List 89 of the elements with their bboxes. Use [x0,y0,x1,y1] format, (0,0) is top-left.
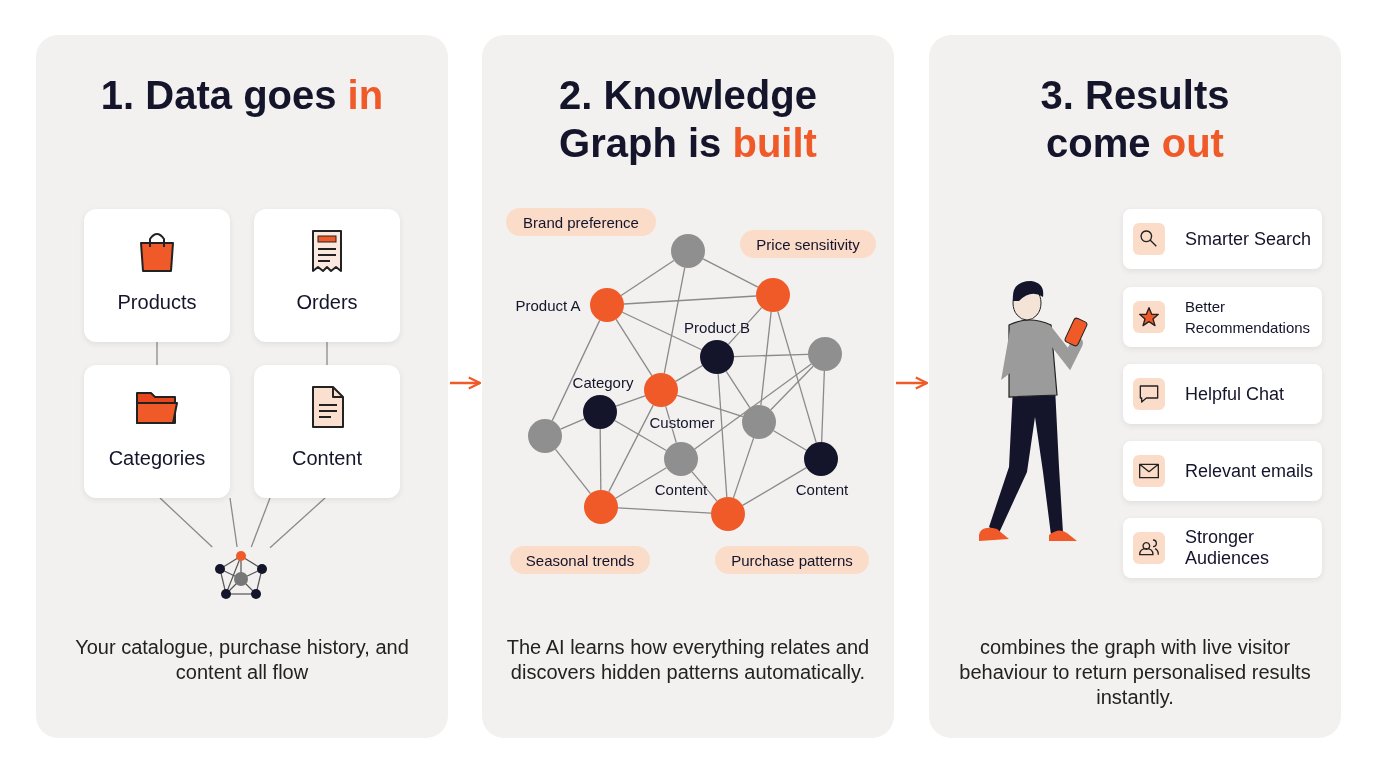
connector-line [614,467,668,499]
result-card [1123,518,1322,578]
connector-line [159,497,213,548]
data-card [254,209,400,342]
connector-line [676,394,744,418]
connector-line [772,430,808,451]
panel-description: combines the graph with live visitor behaviour to return personalised results instantly. [958,635,1312,710]
connector-line [551,319,601,422]
node-label: Customer [649,413,715,431]
node-label: Content [795,480,849,498]
connector-line [156,341,158,366]
graph-node [711,497,745,531]
graph-node [528,419,562,453]
graph-node [644,373,678,407]
connector-line [727,306,763,346]
connector-line [621,311,703,351]
data-card [254,365,400,498]
connector-line [623,295,757,305]
card-label: Categories [107,447,207,470]
node-label: Content [654,480,708,498]
tag-label: Price sensitivity [740,230,876,258]
connector-line [326,341,328,366]
node-label: Product A [515,296,581,314]
connector-line [732,437,755,499]
card-label: Orders [295,291,359,314]
panel-heading: 2. Knowledge Graph is built [558,72,818,167]
connector-line [702,258,759,288]
graph-node [808,337,842,371]
connector-line [269,497,326,549]
connector-line [821,370,825,443]
graph-node [756,278,790,312]
result-label: Smarter Search [1185,227,1313,251]
result-label: Better Recommendations [1185,297,1312,338]
connector-line [554,448,592,495]
panel-card [482,35,894,738]
connector-line [691,471,718,502]
connector-line [229,497,238,548]
graph-node [700,340,734,374]
panel-card [929,35,1341,738]
connector-line [717,373,728,498]
arrow [450,376,482,390]
card-label: Content [290,447,364,470]
data-card [84,209,230,342]
result-card [1123,209,1322,269]
graph-node [583,395,617,429]
graph-node [590,288,624,322]
arrow [896,376,929,390]
connector-line [760,311,772,406]
result-label: Helpful Chat [1185,382,1286,406]
connector-line [615,318,653,377]
connector-line [665,405,677,444]
tag-label: Purchase patterns [715,546,869,574]
graph-node [671,234,705,268]
tag-label: Brand preference [506,208,656,236]
connector-line [559,418,586,430]
connector-line [770,365,814,411]
graph-node [584,490,618,524]
result-label: Relevant emails [1185,459,1315,483]
connector-line [733,353,809,358]
result-card [1123,441,1322,501]
connector-line [663,267,686,374]
data-card [84,365,230,498]
node-label: Category [572,373,634,391]
result-card [1123,287,1322,347]
connector-line [615,395,646,407]
connector-line [742,467,807,506]
connector-line [694,363,812,450]
connector-line [620,259,675,297]
connector-line [599,428,602,491]
result-label: Stronger Audiences [1185,526,1271,570]
panel-heading: 3. Results come out [1039,72,1231,167]
connector-line [725,370,751,409]
connector-line [675,365,703,382]
result-card [1123,364,1322,424]
graph-node [804,442,838,476]
connector-line [608,404,654,493]
card-label: Products [116,291,198,314]
connector-line [617,507,712,514]
node-label: Product B [684,318,750,336]
graph-node [664,442,698,476]
tag-label: Seasonal trends [510,546,650,574]
panel-card [36,35,448,738]
connector-line [777,310,817,444]
panel-description: Your catalogue, purchase history, and content all flow [74,635,410,685]
panel-description: The AI learns how everything relates and discovers hidden patterns automatically. [505,635,871,685]
connector-line [250,497,271,548]
panel-heading: 1. Data goes in [99,72,385,119]
graph-node [742,405,776,439]
connector-line [614,419,667,452]
